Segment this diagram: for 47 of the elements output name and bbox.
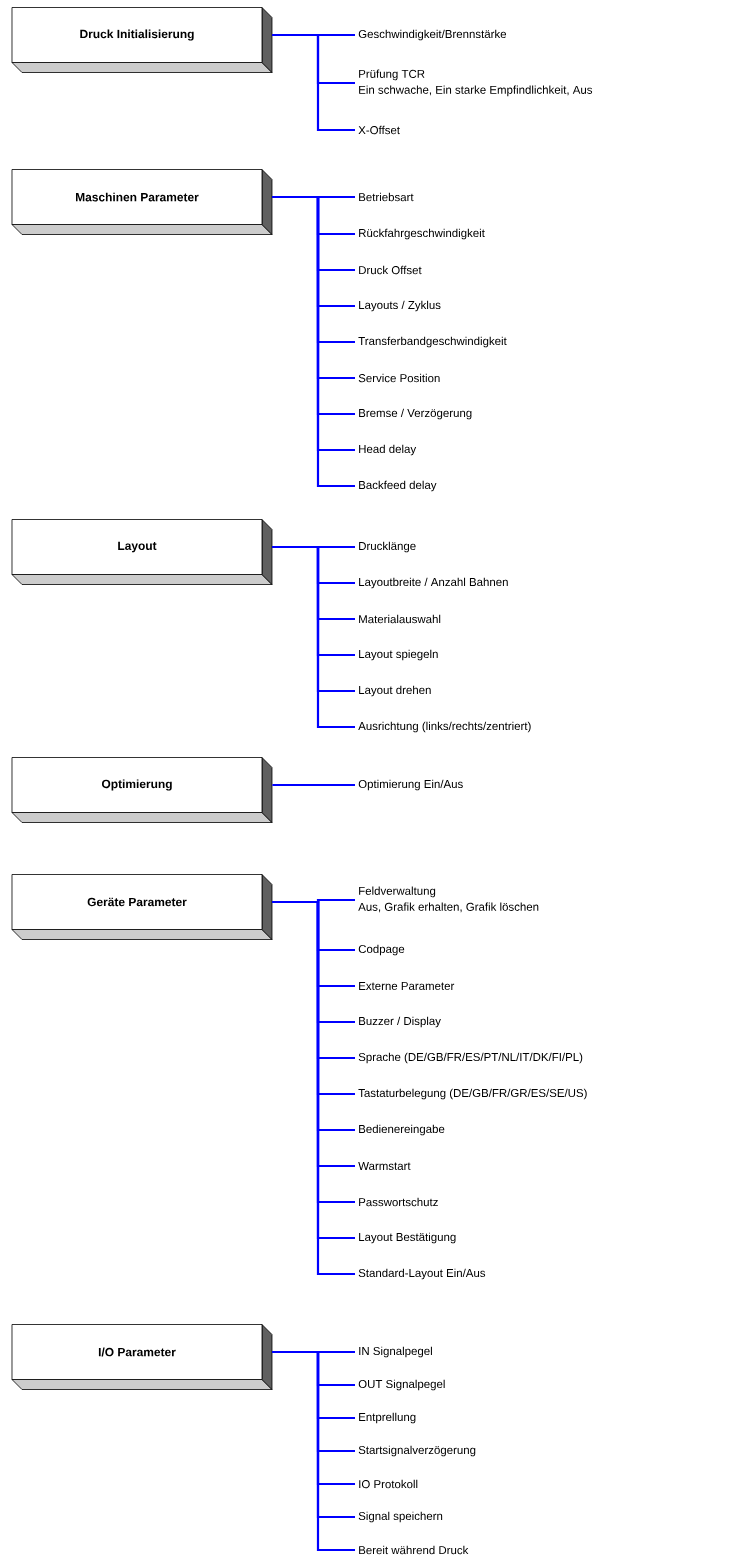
menu-item: IN Signalpegel — [359, 1346, 432, 1358]
menu-item: Entprellung — [359, 1412, 416, 1424]
menu-box: Layout — [11, 519, 273, 585]
menu-item: Service Position — [358, 373, 440, 383]
menu-item: Head delay — [359, 444, 417, 456]
menu-item: Druck Offset — [359, 265, 422, 275]
menu-item: Betriebsart — [359, 192, 414, 202]
menu-item: Layouts / Zyklus — [359, 300, 441, 312]
menu-item: Bedienereingabe — [359, 1124, 445, 1136]
connector-line — [272, 1350, 355, 1552]
connector-line — [272, 33, 355, 132]
menu-item: Drucklänge — [359, 541, 416, 553]
menu-box: Druck Initialisierung — [11, 7, 273, 73]
menu-item: Layout spiegeln — [359, 649, 438, 661]
menu-item: Bereit während Druck — [359, 1545, 469, 1555]
menu-item: Buzzer / Display — [359, 1016, 441, 1028]
menu-box: Optimierung — [11, 757, 273, 823]
menu-item: Layoutbreite / Anzahl Bahnen — [359, 577, 508, 589]
menu-item: Codpage — [358, 944, 405, 956]
menu-item: X-Offset — [358, 125, 400, 135]
menu-item: Prüfung TCR Ein schwache, Ein starke Empfindlichkeit, Aus — [359, 69, 593, 97]
menu-item: Transferbandgeschwindigkeit — [358, 336, 507, 348]
menu-box: Geräte Parameter — [11, 874, 273, 940]
menu-item: Rückfahrgeschwindigkeit — [359, 228, 485, 240]
menu-item: Optimierung Ein/Aus — [358, 779, 463, 791]
menu-item: Tastaturbelegung (DE/GB/FR/GR/ES/SE/US) — [358, 1088, 587, 1100]
menu-item: Bremse / Verzögerung — [359, 408, 472, 420]
connector-line — [272, 783, 355, 787]
menu-item: Signal speichern — [358, 1511, 443, 1523]
menu-item: Ausrichtung (links/rechts/zentriert) — [358, 721, 531, 733]
menu-item: Feldverwaltung Aus, Grafik erhalten, Grafik löschen — [358, 886, 539, 913]
menu-item: Externe Parameter — [359, 982, 455, 990]
menu-item: Sprache (DE/GB/FR/ES/PT/NL/IT/DK/FI/PL) — [358, 1052, 583, 1064]
menu-box: Maschinen Parameter — [11, 169, 273, 235]
connector-line — [272, 545, 355, 729]
menu-item: IO Protokoll — [359, 1479, 418, 1489]
menu-item: OUT Signalpegel — [358, 1379, 445, 1391]
menu-box: I/O Parameter — [11, 1324, 273, 1390]
menu-item: Layout Bestätigung — [359, 1232, 456, 1244]
menu-item: Backfeed delay — [359, 480, 437, 492]
menu-item: Layout drehen — [359, 685, 431, 697]
menu-item: Warmstart — [358, 1162, 411, 1170]
menu-item: Standard-Layout Ein/Aus — [358, 1268, 486, 1280]
menu-item: Startsignalverzögerung — [358, 1445, 476, 1457]
menu-item: Materialauswahl — [359, 614, 441, 624]
menu-item: Passwortschutz — [359, 1197, 438, 1207]
menu-item: Geschwindigkeit/Brennstärke — [358, 29, 507, 41]
